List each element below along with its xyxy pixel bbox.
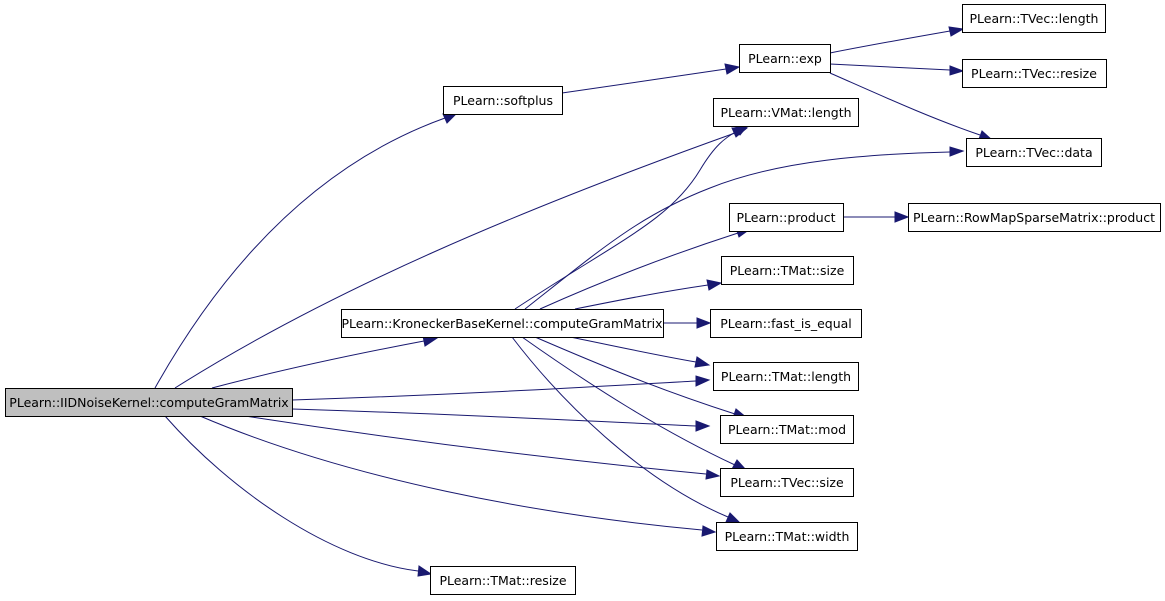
node-tvec-resize[interactable]: PLearn::TVec::resize — [962, 59, 1107, 88]
node-tmat-mod[interactable]: PLearn::TMat::mod — [720, 415, 854, 444]
node-label: PLearn::TMat::width — [725, 529, 850, 544]
node-fast-is-equal[interactable]: PLearn::fast_is_equal — [710, 309, 862, 338]
node-label: PLearn::RowMapSparseMatrix::product — [913, 210, 1155, 225]
edge-root-tmat-resize — [164, 415, 433, 577]
node-tvec-data[interactable]: PLearn::TVec::data — [966, 138, 1102, 167]
call-nodes: PLearn::IIDNoiseKernel::computeGramMatri… — [5, 4, 1161, 595]
edge-root-tvec-size — [244, 415, 721, 480]
edge-kbk-tmat-size — [574, 279, 723, 310]
node-label: PLearn::exp — [748, 51, 822, 66]
node-iidnoisekernel-computegrammatrix[interactable]: PLearn::IIDNoiseKernel::computeGramMatri… — [5, 388, 293, 417]
edge-kbk-product — [539, 227, 752, 310]
node-label: PLearn::TVec::resize — [971, 66, 1097, 81]
edge-kbk-tvec-size — [521, 336, 748, 471]
edge-root-vmat-length — [174, 127, 749, 389]
edge-root-kbk — [211, 335, 439, 389]
node-tmat-resize[interactable]: PLearn::TMat::resize — [430, 566, 576, 595]
edge-product-rmsm-product — [843, 211, 910, 223]
edge-kbk-tmat-length — [569, 336, 711, 368]
edge-kbk-tvec-data — [524, 146, 965, 310]
node-tmat-size[interactable]: PLearn::TMat::size — [721, 256, 854, 285]
node-label: PLearn::VMat::length — [720, 105, 851, 120]
node-label: PLearn::TVec::length — [970, 11, 1099, 26]
node-label: PLearn::TVec::data — [975, 145, 1092, 160]
edge-root-tmat-length — [291, 375, 711, 401]
edge-root-tmat-width — [199, 415, 717, 537]
node-label: PLearn::IIDNoiseKernel::computeGramMatri… — [9, 395, 288, 410]
node-label: PLearn::product — [737, 210, 836, 225]
node-kroneckerbasekernel-computegrammatrix[interactable]: PLearn::KroneckerBaseKernel::computeGram… — [341, 309, 664, 338]
edge-kbk-fast-is-equal — [663, 317, 712, 329]
node-tmat-length[interactable]: PLearn::TMat::length — [713, 362, 859, 391]
node-label: PLearn::KroneckerBaseKernel::computeGram… — [341, 316, 662, 331]
node-label: PLearn::TVec::size — [730, 475, 844, 490]
node-label: PLearn::TMat::size — [730, 263, 845, 278]
node-label: PLearn::fast_is_equal — [720, 316, 852, 331]
node-tvec-length[interactable]: PLearn::TVec::length — [962, 4, 1106, 33]
node-softplus[interactable]: PLearn::softplus — [443, 86, 563, 115]
node-rowmapsparsematrix-product[interactable]: PLearn::RowMapSparseMatrix::product — [908, 203, 1161, 232]
node-exp[interactable]: PLearn::exp — [739, 44, 831, 73]
node-label: PLearn::TMat::resize — [439, 573, 566, 588]
node-label: PLearn::TMat::mod — [728, 422, 846, 437]
edge-exp-tvec-length — [829, 26, 965, 54]
node-vmat-length[interactable]: PLearn::VMat::length — [713, 98, 859, 127]
edge-softplus-exp — [561, 63, 741, 94]
node-tvec-size[interactable]: PLearn::TVec::size — [720, 468, 854, 497]
edge-exp-tvec-resize — [829, 63, 965, 76]
node-product[interactable]: PLearn::product — [729, 203, 844, 232]
call-edges — [154, 26, 994, 577]
node-label: PLearn::softplus — [453, 93, 553, 108]
edge-root-softplus — [154, 112, 459, 389]
node-tmat-width[interactable]: PLearn::TMat::width — [716, 522, 858, 551]
node-label: PLearn::TMat::length — [721, 369, 851, 384]
edge-root-tmat-mod — [291, 408, 711, 432]
